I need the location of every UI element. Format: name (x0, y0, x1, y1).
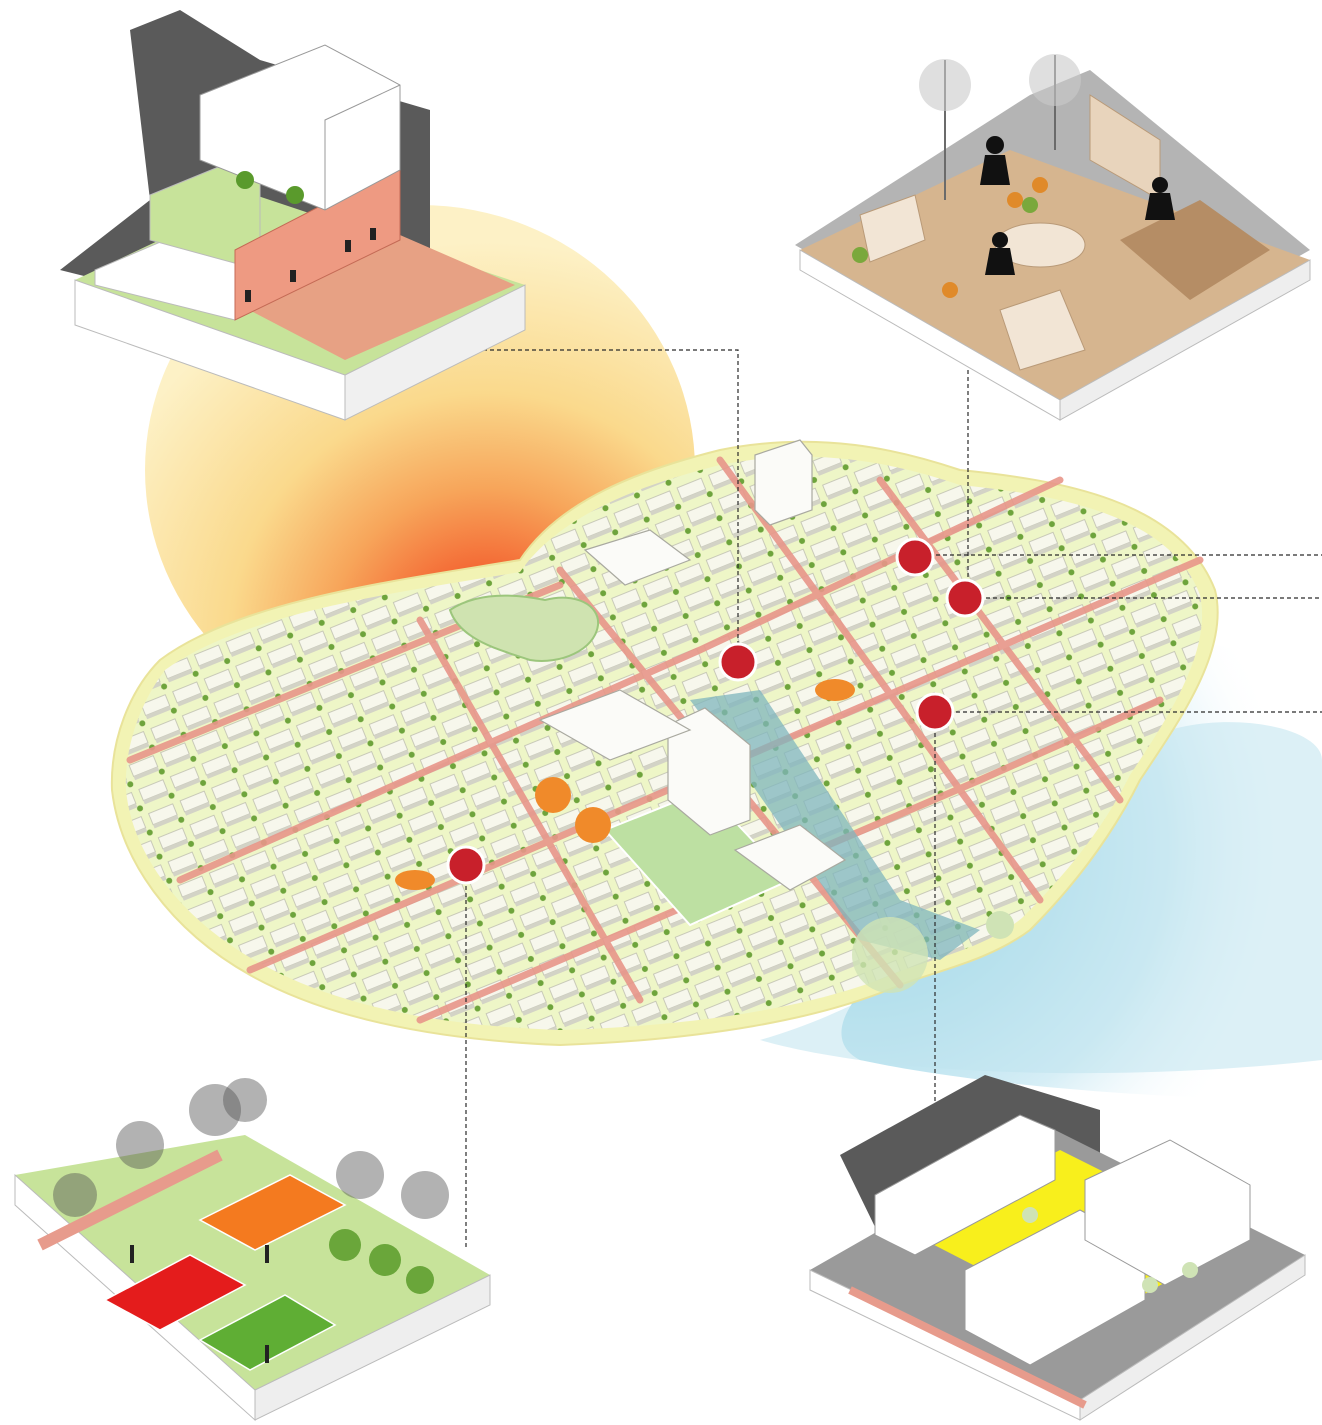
vignette-vertical-sports-building (60, 10, 526, 421)
location-marker-3[interactable] (945, 578, 985, 618)
location-marker-4[interactable] (915, 692, 955, 732)
vignette-courtyard-housing (809, 1075, 1306, 1421)
location-marker-1[interactable] (718, 642, 758, 682)
location-marker-2[interactable] (895, 537, 935, 577)
map-markers (446, 537, 985, 885)
vignette-sports-courts-park (14, 1078, 491, 1422)
district-map (110, 439, 1219, 1047)
leader-lines (420, 349, 1322, 1250)
location-marker-5[interactable] (446, 845, 486, 885)
leader-line-vertical-sports (420, 349, 739, 660)
vignette-skate-park (795, 54, 1311, 421)
